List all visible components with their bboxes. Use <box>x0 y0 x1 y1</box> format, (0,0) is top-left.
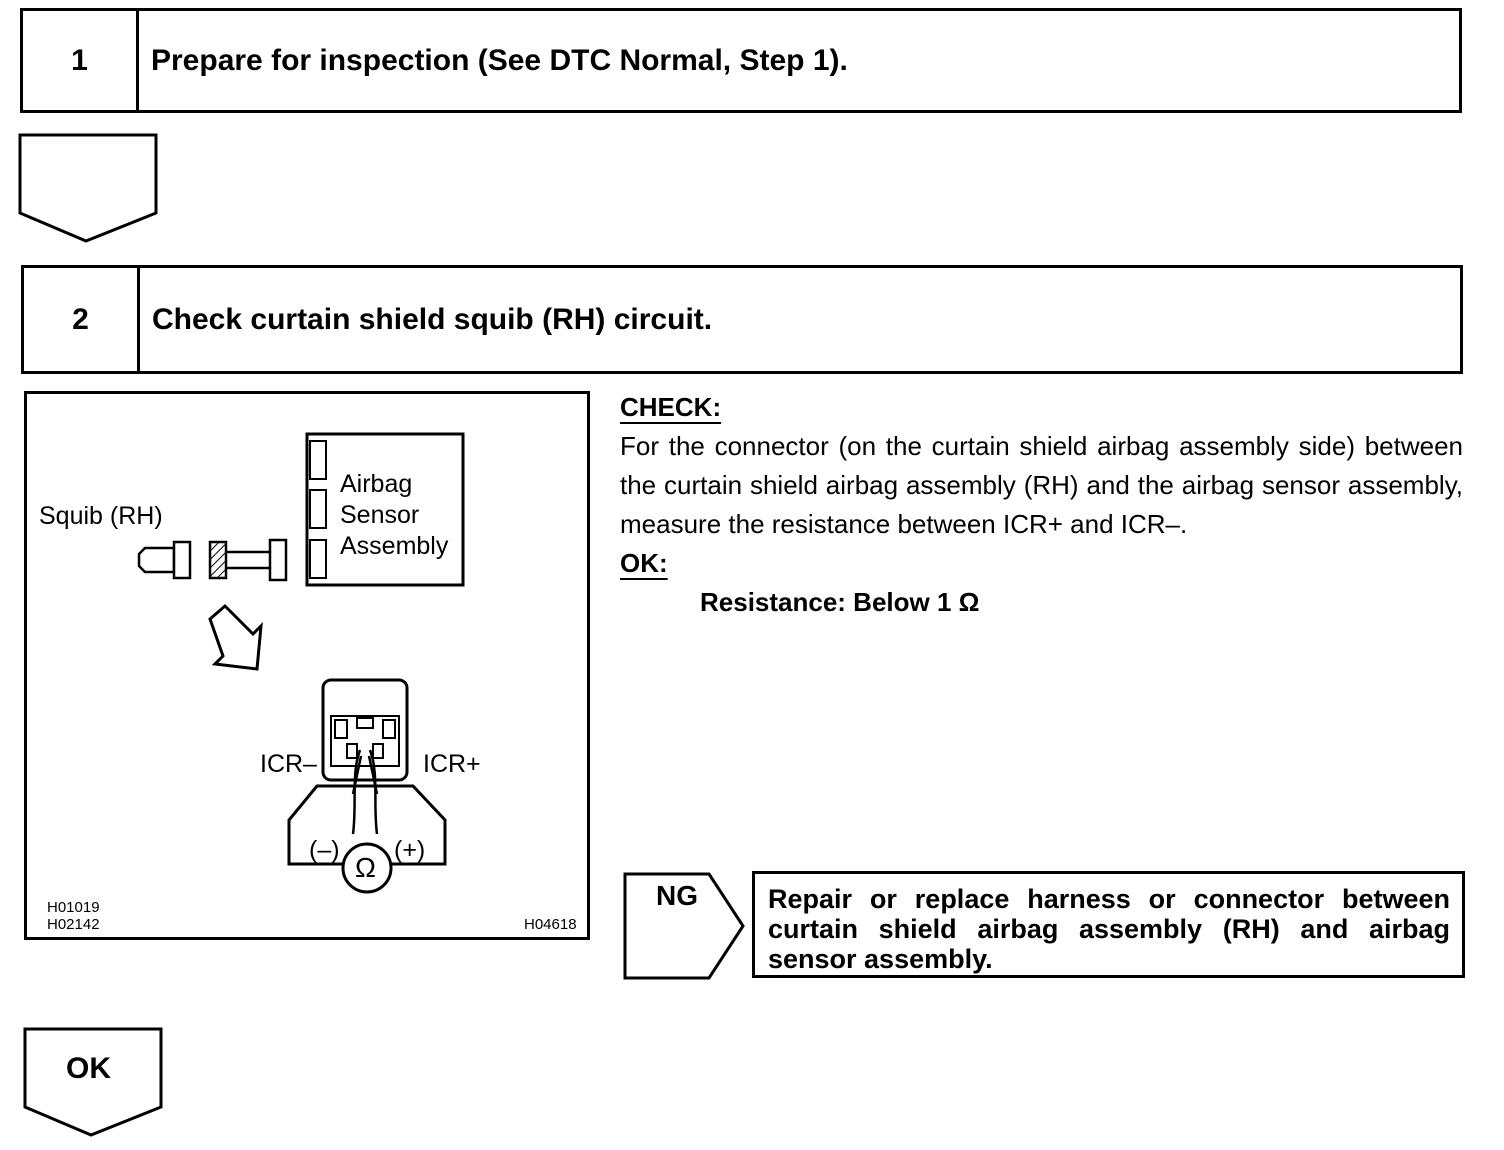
step-2-title: Check curtain shield squib (RH) circuit. <box>152 302 713 336</box>
figure-code-1: H01019 <box>47 899 100 916</box>
ng-arrow-right-icon <box>623 872 745 980</box>
sensor-label-line-3: Assembly <box>340 532 449 560</box>
squib-connector-illustration <box>137 432 465 894</box>
icr-plus-label: ICR+ <box>423 750 481 778</box>
meter-plus-label: (+) <box>394 836 426 864</box>
figure-code-3: H04618 <box>524 916 577 933</box>
step-2-box: 2 Check curtain shield squib (RH) circui… <box>21 265 1463 374</box>
ok-label: OK <box>66 1052 111 1085</box>
step-1-box: 1 Prepare for inspection (See DTC Normal… <box>20 8 1462 113</box>
ng-label: NG <box>656 880 698 911</box>
sensor-label-line-2: Sensor <box>340 501 420 529</box>
inspection-diagram: Squib (RH) Airbag Sensor Assembly ICR– I… <box>24 391 590 940</box>
ng-action-box: Repair or replace harness or connector b… <box>752 871 1465 978</box>
ok-arrow-down-icon <box>23 1027 163 1137</box>
icr-minus-label: ICR– <box>260 750 317 778</box>
check-heading: CHECK: <box>620 392 722 422</box>
step-2-number: 2 <box>24 268 140 371</box>
step-1-title: Prepare for inspection (See DTC Normal, … <box>151 43 848 77</box>
ok-heading: OK: <box>620 548 668 578</box>
ok-value: Resistance: Below 1 Ω <box>700 587 980 617</box>
ohm-icon: Ω <box>355 852 376 883</box>
squib-label: Squib (RH) <box>39 502 163 530</box>
check-text: For the connector (on the curtain shield… <box>620 431 1463 539</box>
meter-minus-label: (–) <box>309 836 340 864</box>
sensor-label-line-1: Airbag <box>340 470 413 498</box>
check-section: CHECK: For the connector (on the curtain… <box>620 388 1463 622</box>
step-1-number: 1 <box>23 11 139 110</box>
flow-arrow-down-icon <box>18 133 158 243</box>
figure-code-2: H02142 <box>47 916 100 933</box>
